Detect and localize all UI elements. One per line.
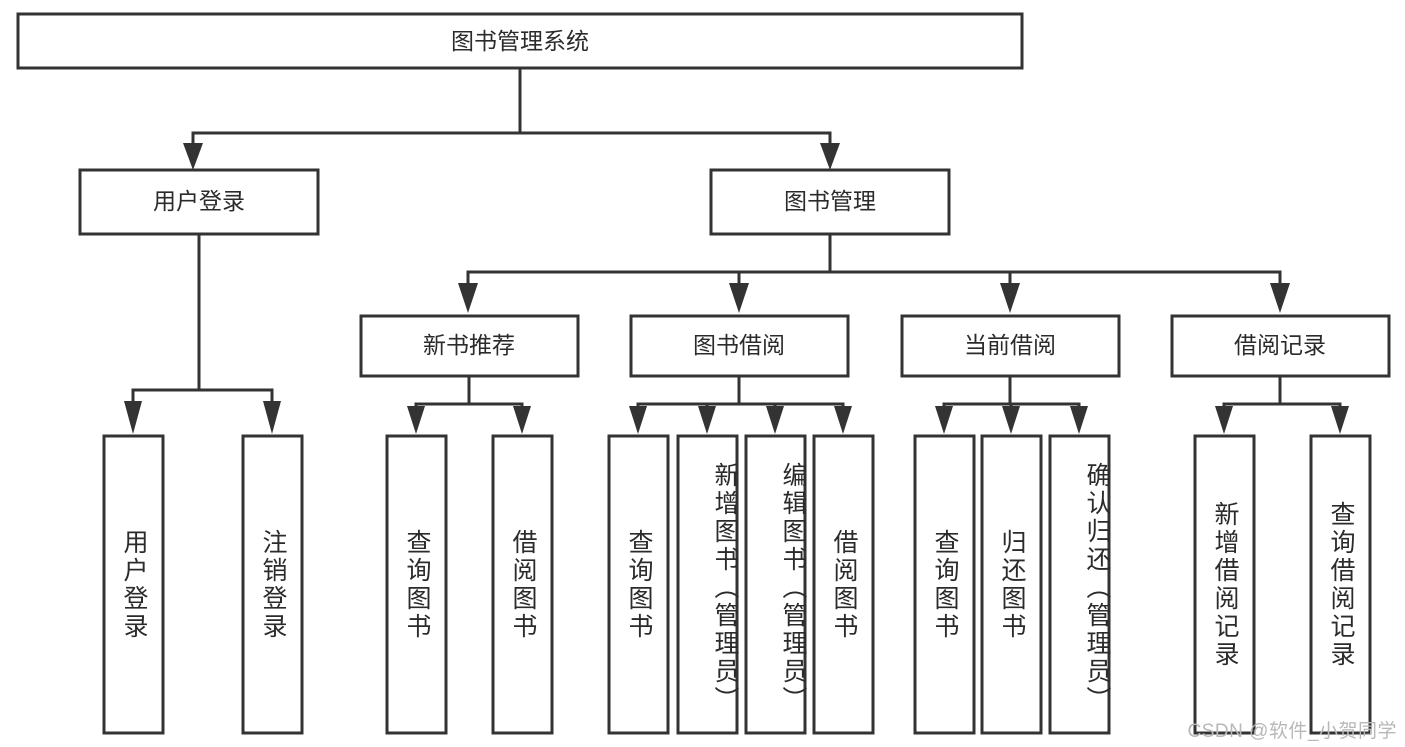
leaf-box-borrow-record-1[interactable]: [1193, 434, 1256, 735]
node-current-borrow-box[interactable]: [900, 314, 1121, 378]
node-root-label: 图书管理系统: [451, 28, 589, 54]
leaf-box-new-book-2[interactable]: [491, 434, 554, 735]
node-book-manage-box[interactable]: [709, 168, 951, 236]
leaf-box-current-borrow-3[interactable]: [1048, 434, 1111, 735]
node-user-login-label: 用户登录: [153, 188, 245, 214]
arrow-head-leaf-cb-2: [1002, 406, 1020, 434]
leaf-box-user-login-1[interactable]: [102, 434, 165, 735]
connectors-currentborrow-to-leaves: [935, 374, 1088, 434]
arrow-head-leaf-br-2: [1331, 406, 1349, 434]
leaf-box-book-borrow-1[interactable]: [607, 434, 670, 735]
arrow-head-leaf-cb-1: [935, 406, 953, 434]
arrow-head-leaf-ul-1: [124, 401, 142, 434]
arrow-head-leaf-bb-1: [629, 406, 647, 434]
leaf-box-book-borrow-4[interactable]: [812, 434, 875, 735]
leaf-box-borrow-record-2[interactable]: [1309, 434, 1372, 735]
arrow-head-leaf-bb-3: [766, 406, 784, 434]
arrow-head-to-user-login: [183, 143, 203, 170]
node-borrow-record-box[interactable]: [1170, 314, 1391, 378]
arrow-head-leaf-br-1: [1215, 406, 1233, 434]
leaf-box-new-book-1[interactable]: [385, 434, 448, 735]
connectors-bookborrow-to-leaves: [629, 374, 852, 434]
watermark-text: CSDN @软件_小贺同学: [1187, 721, 1397, 742]
leaf-box-user-login-2[interactable]: [241, 434, 304, 735]
arrow-head-leaf-nb-2: [513, 406, 531, 434]
connectors-root-to-level2: [183, 66, 840, 170]
leaf-box-book-borrow-3[interactable]: [744, 434, 807, 735]
arrow-head-leaf-ul-2: [263, 401, 281, 434]
leaf-box-current-borrow-2[interactable]: [980, 434, 1043, 735]
connectors-borrowrecord-to-leaves: [1215, 374, 1349, 434]
arrow-head-leaf-bb-4: [834, 406, 852, 434]
node-new-book-label: 新书推荐: [423, 332, 515, 358]
leaf-box-book-borrow-2[interactable]: [676, 434, 739, 735]
arrow-head-leaf-cb-3: [1070, 406, 1088, 434]
node-new-book-box[interactable]: [359, 314, 580, 378]
arrow-head-leaf-bb-2: [698, 406, 716, 434]
arrow-head-to-new-book: [458, 283, 478, 313]
node-current-borrow-label: 当前借阅: [964, 332, 1056, 358]
arrow-head-to-borrow-record: [1270, 283, 1290, 313]
connectors-userlogin-to-leaves: [124, 232, 281, 434]
arrow-head-to-book-borrow: [729, 283, 749, 313]
leaf-box-current-borrow-1[interactable]: [913, 434, 976, 735]
connectors-level2-to-level3: [458, 232, 1290, 313]
node-book-manage-label: 图书管理: [784, 188, 876, 214]
arrow-head-leaf-nb-1: [407, 406, 425, 434]
node-user-login-box[interactable]: [78, 168, 320, 236]
node-root-box[interactable]: [16, 12, 1024, 70]
connectors-newbook-to-leaves: [407, 374, 531, 434]
node-borrow-record-label: 借阅记录: [1234, 332, 1326, 358]
node-book-borrow-box[interactable]: [629, 314, 850, 378]
arrow-head-to-current-borrow: [1000, 283, 1020, 313]
arrow-head-to-book-manage: [820, 143, 840, 170]
node-book-borrow-label: 图书借阅: [693, 332, 785, 358]
